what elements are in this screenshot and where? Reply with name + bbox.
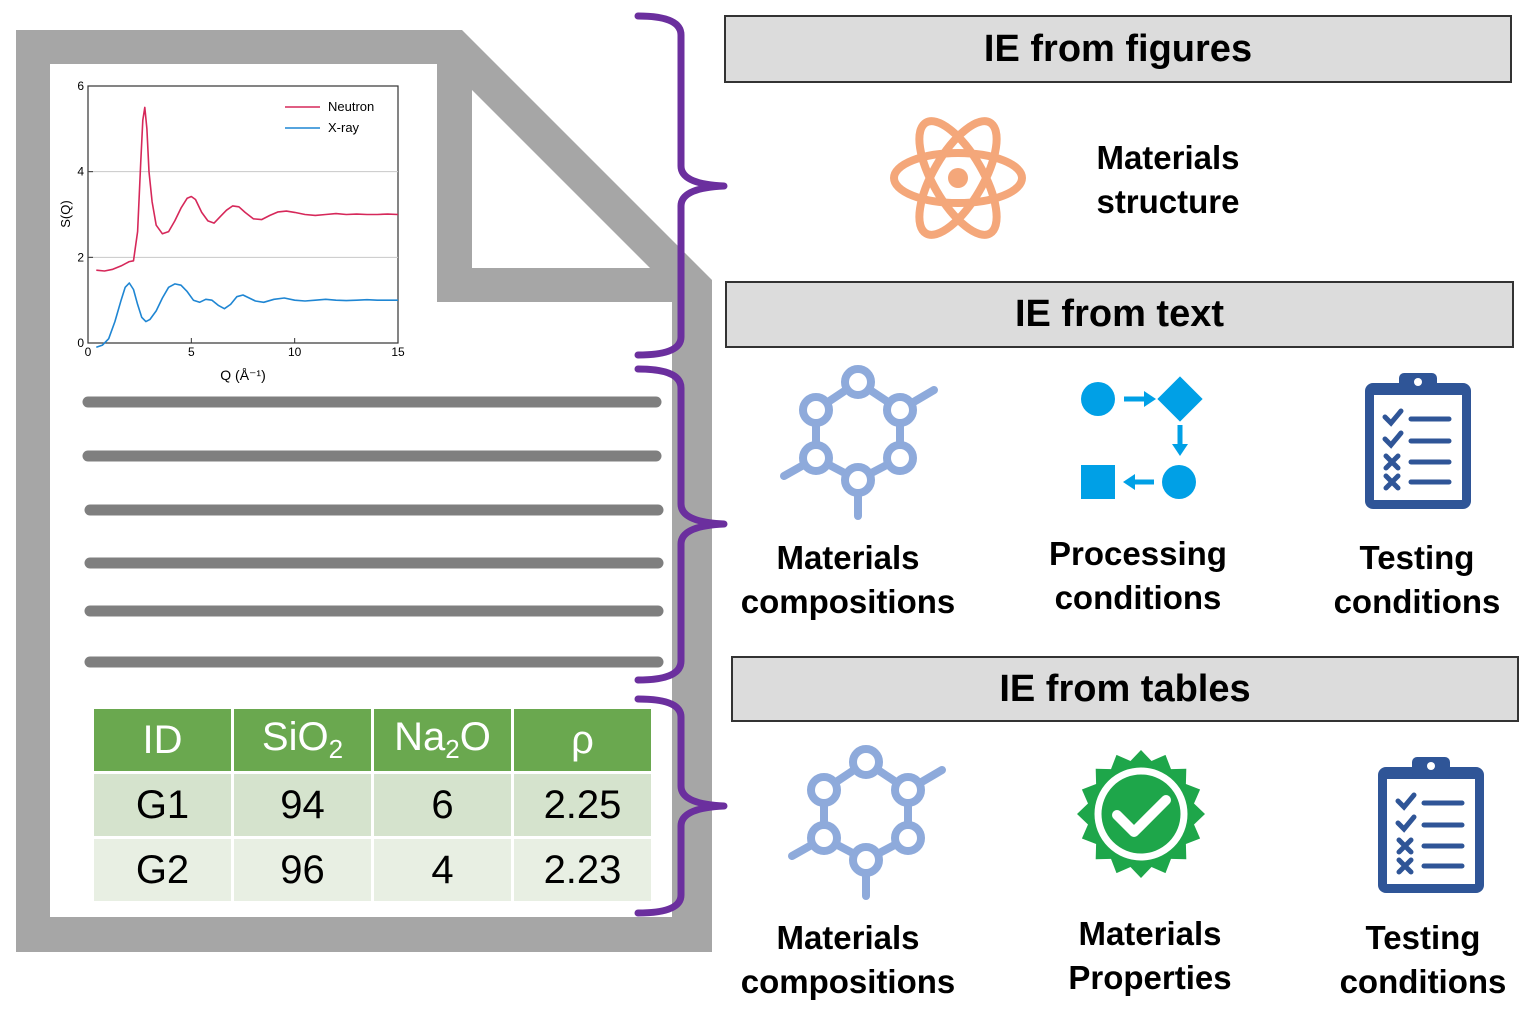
table-row: G1 94 6 2.25: [91, 771, 654, 839]
molecule-icon: [780, 365, 938, 520]
table-header-cell: SiO2: [231, 706, 374, 774]
y-tick-label: 6: [77, 79, 84, 93]
x-tick-label: 0: [85, 345, 92, 359]
chart-xlabel: Q (Å⁻¹): [220, 367, 266, 383]
banner-ie-from-figures: IE from figures: [724, 15, 1512, 83]
banner-ie-from-tables: IE from tables: [731, 656, 1519, 722]
table-cell: 94: [231, 771, 374, 839]
bracket-tables: [634, 695, 728, 917]
document-table-wrap: ID SiO2 Na2O ρ G1 94 6 2.25 G2 96 4 2.23: [91, 706, 654, 904]
document-corner-fold: [472, 90, 650, 268]
table-header-cell: Na2O: [371, 706, 514, 774]
table-header-cell: ID: [91, 706, 234, 774]
clipboard-checklist-icon: [1365, 373, 1471, 509]
table-header-cell: ρ: [511, 706, 654, 774]
x-tick-label: 10: [288, 345, 302, 359]
y-tick-label: 0: [77, 336, 84, 350]
clipboard-checklist-icon: [1378, 757, 1484, 893]
legend-label-neutron: Neutron: [328, 99, 374, 114]
table-cell: 2.25: [511, 771, 654, 839]
series-line-neutron: [96, 106, 399, 272]
atom-icon: [890, 117, 1026, 239]
table-header-row: ID SiO2 Na2O ρ: [91, 706, 654, 774]
caption-materials-properties: Materials Properties: [1068, 915, 1232, 996]
molecule-icon: [788, 745, 946, 900]
table-cell: 2.23: [511, 836, 654, 904]
bracket-text: [634, 365, 728, 684]
process-flow-icon: [1081, 376, 1203, 499]
caption-processing-conditions: Processing conditions: [1049, 535, 1227, 616]
y-tick-label: 4: [77, 165, 84, 179]
caption-testing-conditions: Testing conditions: [1339, 919, 1507, 1000]
caption-materials-compositions: Materials compositions: [740, 919, 956, 1000]
table-cell: G1: [91, 771, 234, 839]
banner-ie-from-text: IE from text: [725, 281, 1514, 348]
series-line-x-ray: [96, 282, 398, 349]
sq-chart: 0 2 4 6 0 5 10 15 S(Q) Q (Å⁻¹) Neutron X-ray: [58, 79, 405, 383]
x-tick-label: 5: [188, 345, 195, 359]
chart-ylabel: S(Q): [58, 200, 73, 227]
chart-legend: Neutron X-ray: [285, 99, 374, 135]
chart-series-group: [96, 106, 399, 349]
table-cell: 6: [371, 771, 514, 839]
legend-label-xray: X-ray: [328, 120, 360, 135]
verified-badge-icon: [1077, 750, 1205, 878]
table-cell: 96: [231, 836, 374, 904]
table-row: G2 96 4 2.23: [91, 836, 654, 904]
document-table: ID SiO2 Na2O ρ G1 94 6 2.25 G2 96 4 2.23: [91, 706, 654, 904]
table-cell: G2: [91, 836, 234, 904]
caption-materials-compositions: Materials compositions: [740, 539, 956, 620]
bracket-figures: [634, 12, 728, 359]
y-tick-label: 2: [77, 250, 84, 264]
brackets: [634, 12, 728, 917]
document-text-lines: [82, 396, 664, 668]
x-tick-label: 15: [391, 345, 405, 359]
caption-testing-conditions: Testing conditions: [1333, 539, 1501, 620]
caption-materials-structure: Materials structure: [1096, 139, 1240, 220]
chart-ticks: 0 2 4 6 0 5 10 15: [77, 79, 405, 359]
table-cell: 4: [371, 836, 514, 904]
document-page: [50, 64, 672, 917]
